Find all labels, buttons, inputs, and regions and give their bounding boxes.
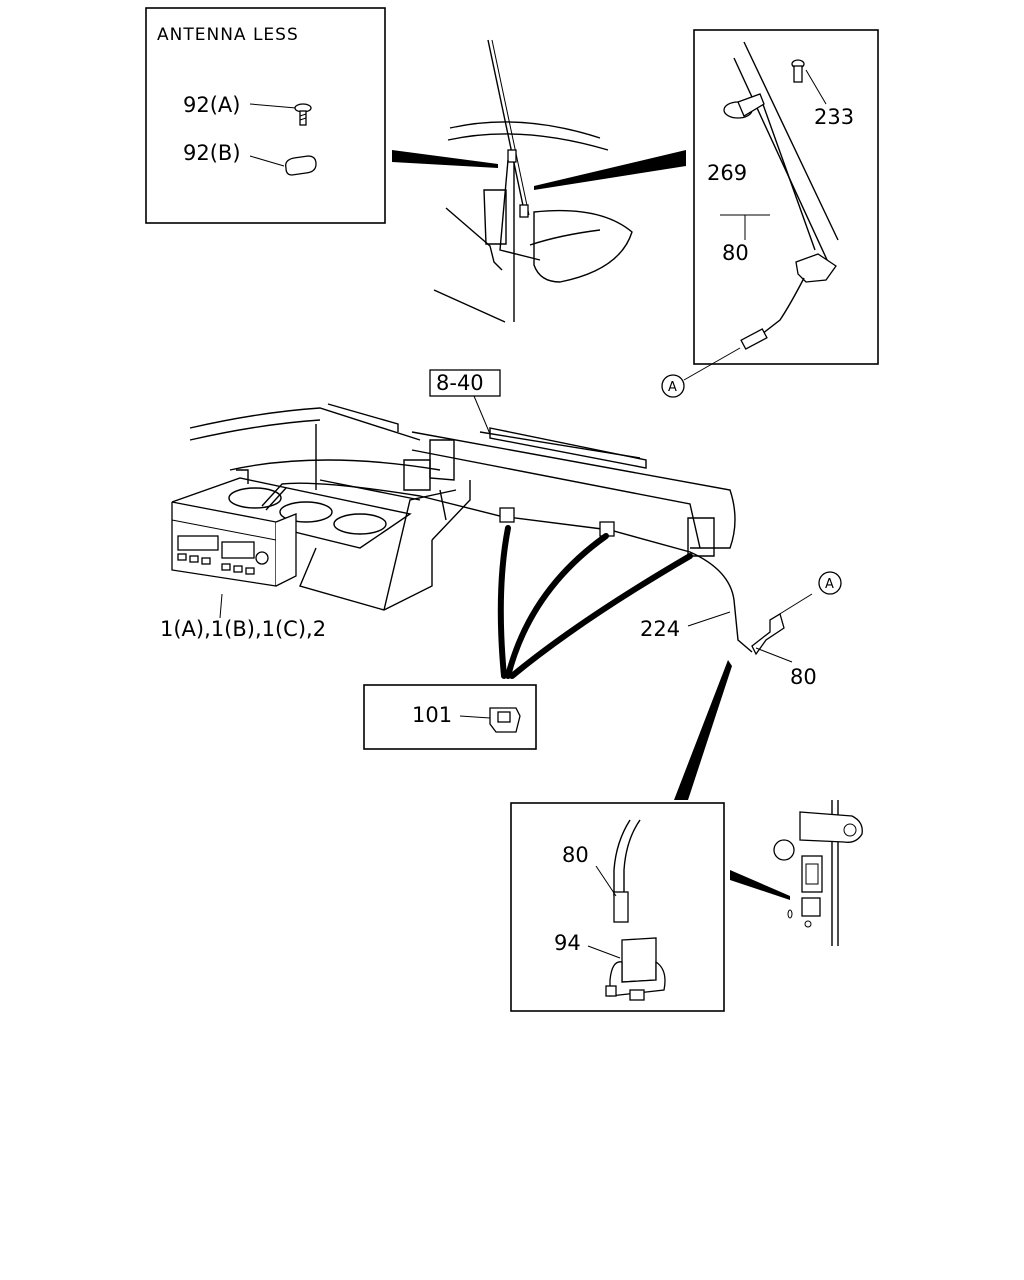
callout-wedge: [392, 150, 498, 168]
part-label-94: 94: [554, 931, 581, 955]
ref-label-8-40: 8-40: [436, 371, 484, 395]
inset-antenna-less: ANTENNA LESS 92(A) 92(B): [145, 7, 386, 224]
vehicle-antenna-view: [392, 39, 686, 323]
hole-plug-icon: [285, 155, 317, 176]
ref-a-main: A: [825, 577, 834, 592]
part-label-radio: 1(A),1(B),1(C),2: [160, 617, 326, 641]
inset-antenna-mount: 233 269 80 A: [661, 29, 879, 398]
clip-icon: [489, 707, 521, 733]
part-label-80-connector: 80: [562, 843, 589, 867]
antenna-plug-icon: [740, 328, 768, 350]
part-label-92a: 92(A): [183, 93, 240, 117]
part-label-80-mount: 80: [722, 241, 749, 265]
callout-wedge: [674, 660, 732, 800]
door-pillar-detail: [773, 800, 863, 946]
inset-connector: 80 94: [510, 802, 790, 1012]
part-label-80-main: 80: [790, 665, 817, 689]
antenna-less-title: ANTENNA LESS: [157, 25, 299, 45]
screw-icon: [294, 103, 312, 126]
instrument-panel-view: 8-40: [160, 369, 842, 800]
part-label-224: 224: [640, 617, 680, 641]
radio-unit: [171, 501, 297, 587]
part-label-269: 269: [707, 161, 747, 185]
reference-a-icon: A: [661, 374, 685, 398]
ref-a-mount: A: [668, 380, 677, 395]
bolt-icon: [791, 59, 805, 83]
callout-wedge: [730, 870, 790, 900]
inset-clip: 101: [363, 684, 537, 750]
part-label-101: 101: [412, 703, 452, 727]
part-label-92b: 92(B): [183, 141, 241, 165]
callout-wedge: [534, 150, 686, 190]
reference-a-icon: A: [818, 571, 842, 595]
part-label-233: 233: [814, 105, 854, 129]
connector-bracket-icon: [605, 937, 666, 1001]
